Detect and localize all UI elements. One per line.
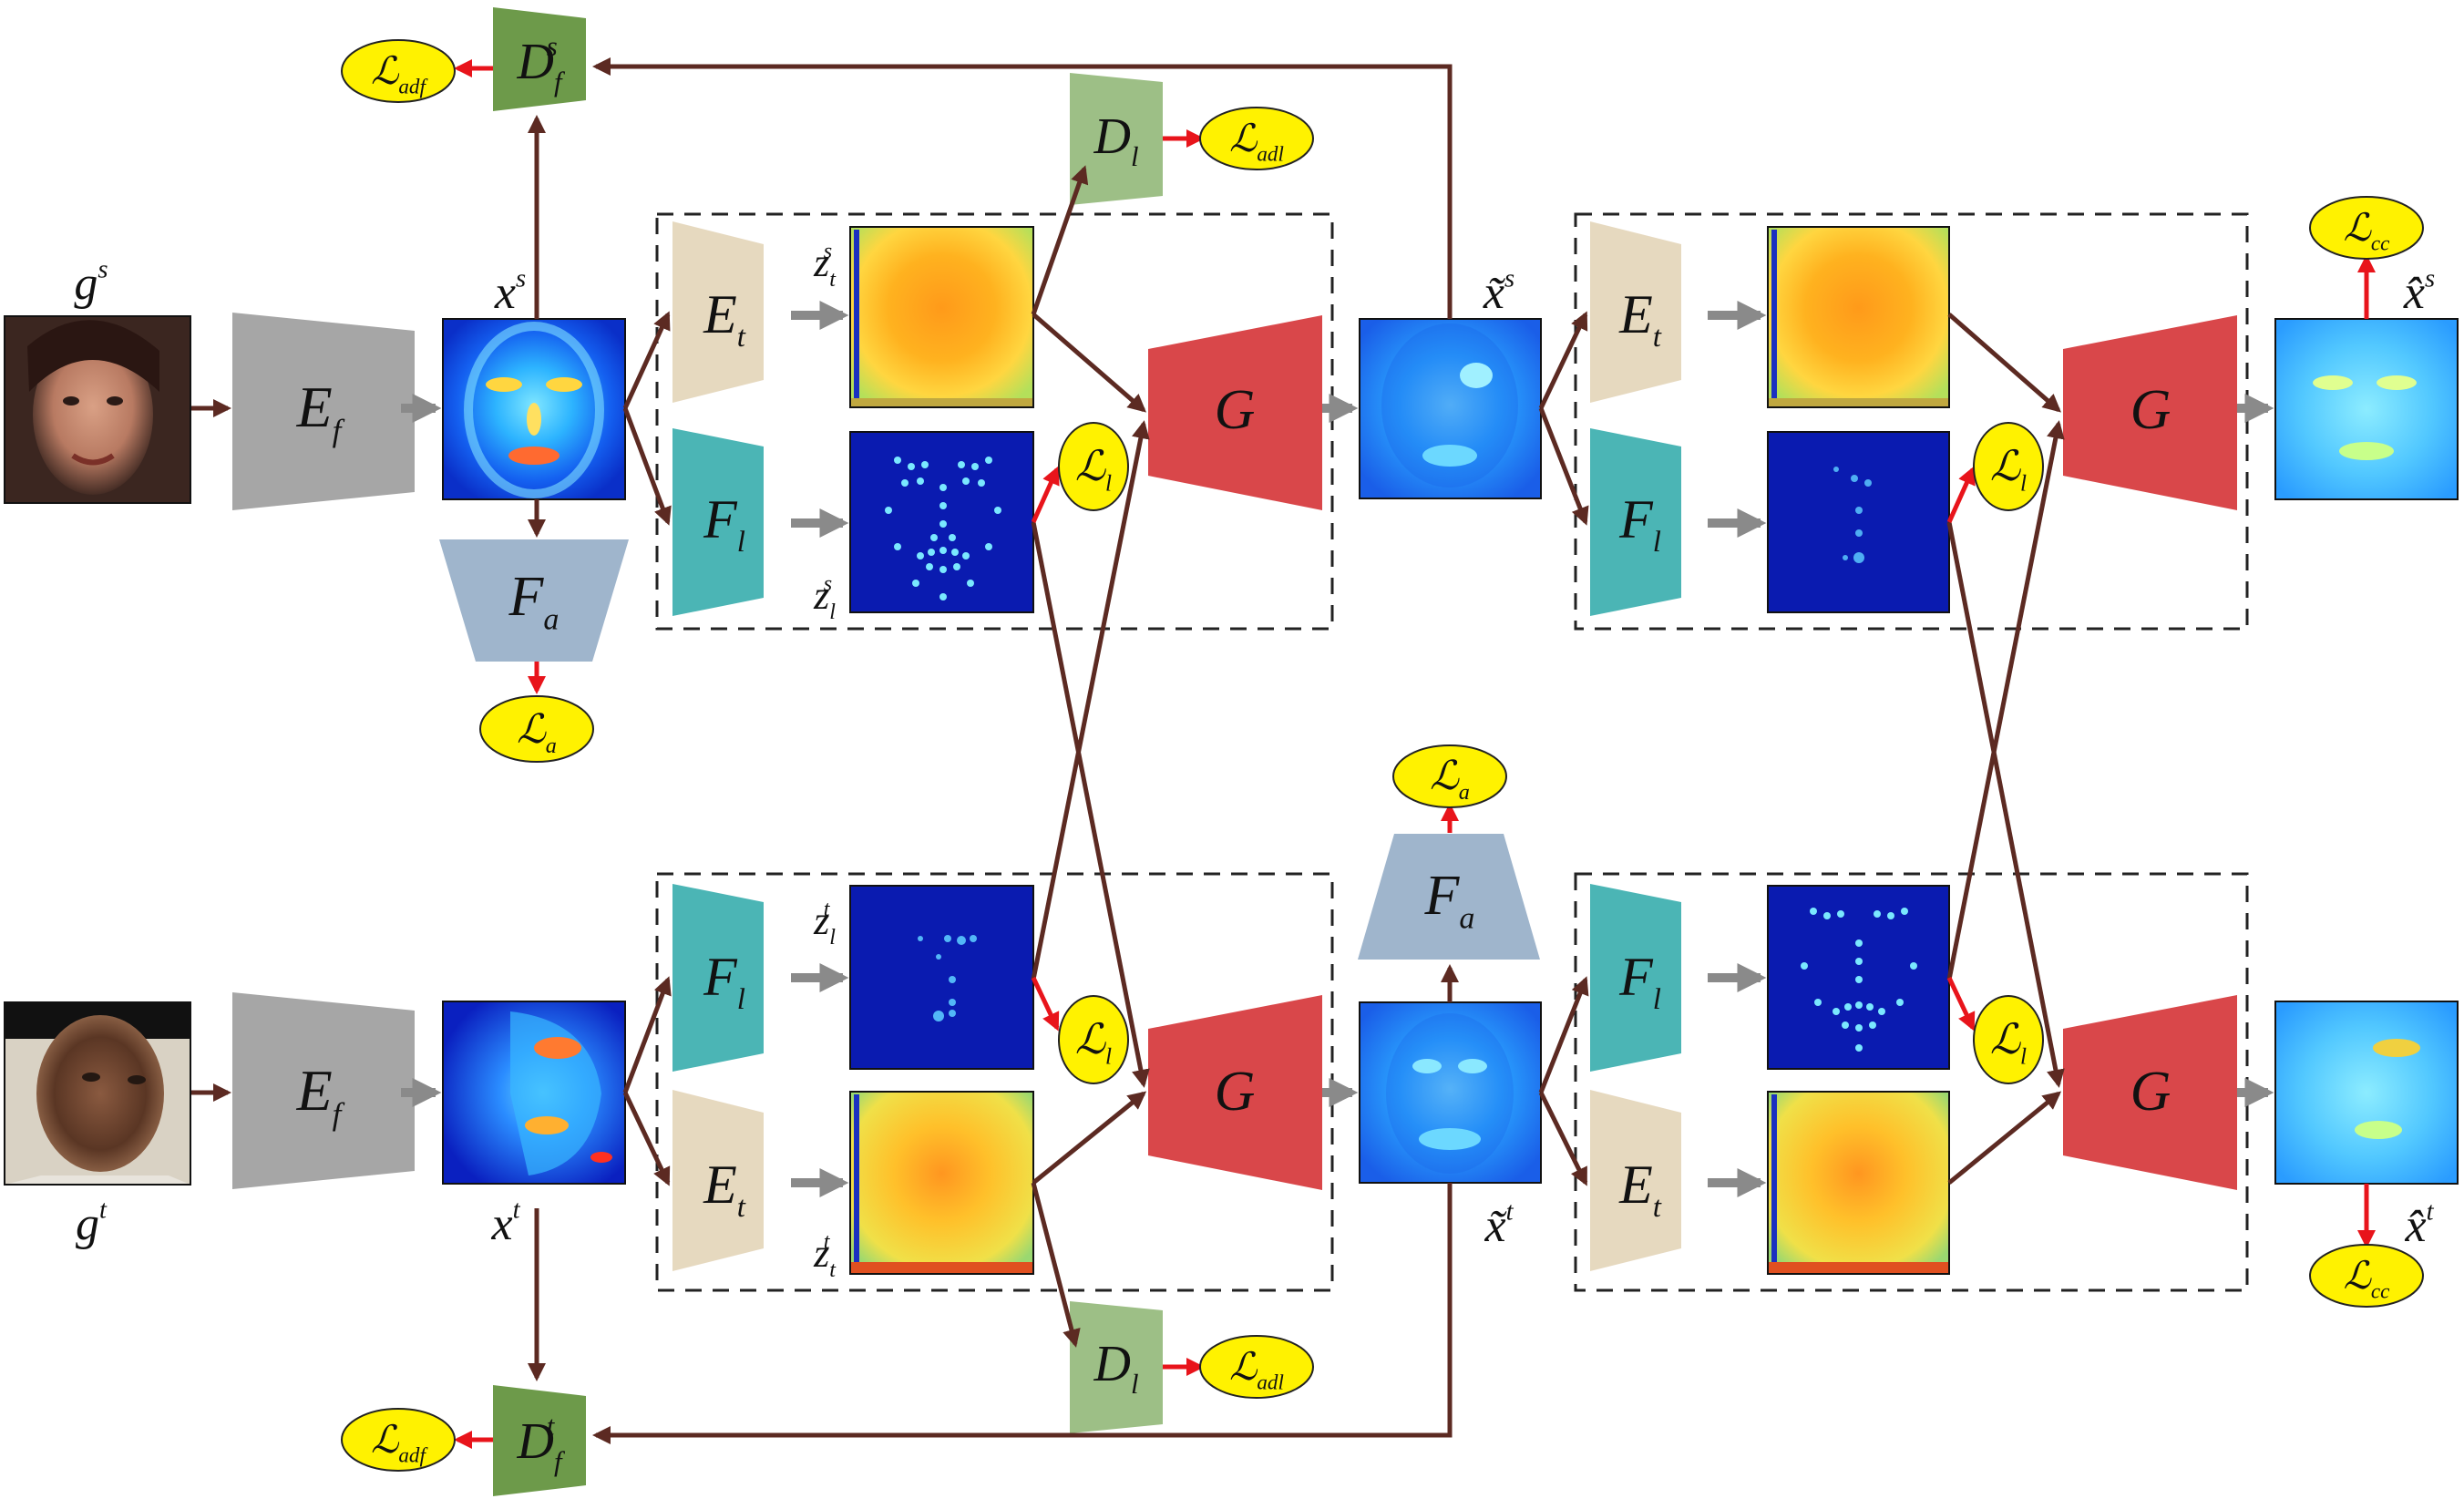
disc-dl-bottom xyxy=(1070,1301,1163,1433)
landmark-fl-2 xyxy=(672,884,764,1072)
label-fl-4: Fl xyxy=(1618,947,1661,1016)
feature-map-xs xyxy=(442,318,626,500)
landmark-map-1 xyxy=(849,431,1034,613)
source-face-photo xyxy=(4,315,191,504)
generator-g-2 xyxy=(1148,995,1322,1190)
label-xtilde-t: x̃t xyxy=(1484,1198,1514,1252)
generator-g-3 xyxy=(2063,315,2237,510)
reconstructed-map-xs xyxy=(2274,318,2459,500)
encoder-ef-top xyxy=(232,313,415,510)
feature-map-xt xyxy=(442,1001,626,1185)
connections xyxy=(191,57,2065,1444)
label-et-3: Et xyxy=(1618,284,1662,354)
label-zl-t: zlt xyxy=(813,897,836,950)
loss-a-mid: ℒa xyxy=(1430,754,1470,805)
loss-adl-bottom: ℒadl xyxy=(1229,1347,1284,1394)
attribute-fa-top xyxy=(439,539,629,662)
label-fa-top: Fa xyxy=(508,566,560,637)
landmark-map-3 xyxy=(1767,431,1950,613)
label-g-1: G xyxy=(1215,379,1256,441)
label-layer: gsgtxsxtx̃sx̃tx̂sx̂tztszlszltzttEfEfEtEt… xyxy=(74,31,2435,1477)
target-face-photo xyxy=(4,1001,191,1186)
disc-dl-top xyxy=(1070,73,1163,205)
label-et-2: Et xyxy=(703,1155,746,1224)
loss-adf-bottom: ℒadf xyxy=(371,1420,428,1467)
disc-df-bottom xyxy=(493,1385,586,1496)
loss-connections xyxy=(454,59,2376,1449)
attribute-fa-mid xyxy=(1358,834,1540,960)
label-fl-3: Fl xyxy=(1618,489,1661,559)
label-x-t: xt xyxy=(490,1196,520,1250)
grey-connections xyxy=(401,300,2274,1198)
label-xhat-s: x̂s xyxy=(2403,265,2435,319)
encoder-ef-bottom xyxy=(232,992,415,1189)
label-x-s: xs xyxy=(494,265,526,319)
landmark-fl-4 xyxy=(1590,884,1681,1072)
loss-l-3: ℒl xyxy=(1990,443,2027,497)
loss-adl-top: ℒadl xyxy=(1229,118,1284,166)
landmark-fl-1 xyxy=(672,428,764,616)
label-xhat-t: x̂t xyxy=(2404,1198,2434,1252)
landmark-map-4 xyxy=(1767,885,1950,1070)
reconstructed-map-xt xyxy=(2274,1001,2459,1185)
label-et-4: Et xyxy=(1618,1155,1662,1224)
label-g-4: G xyxy=(2130,1061,2171,1123)
generator-g-4 xyxy=(2063,995,2237,1190)
label-fa-mid: Fa xyxy=(1424,865,1475,936)
loss-adf-top: ℒadf xyxy=(371,51,428,98)
label-g-3: G xyxy=(2130,379,2171,441)
encoder-et-3 xyxy=(1590,221,1681,403)
landmark-map-2 xyxy=(849,885,1034,1070)
encoder-et-4 xyxy=(1590,1090,1681,1271)
label-zt-s: zts xyxy=(813,239,837,292)
loss-a-top: ℒa xyxy=(517,707,557,758)
label-xtilde-s: x̃s xyxy=(1483,265,1514,319)
encoder-et-2 xyxy=(672,1090,764,1271)
generator-g-1 xyxy=(1148,315,1322,510)
label-fl-1: Fl xyxy=(703,489,745,559)
disc-df-top xyxy=(493,7,586,111)
label-fl-2: Fl xyxy=(703,947,745,1016)
loss-l-4: ℒl xyxy=(1990,1016,2027,1070)
label-dl-top: Dl xyxy=(1093,108,1138,172)
label-g-t: gt xyxy=(76,1196,108,1250)
label-dl-bottom: Dl xyxy=(1093,1336,1138,1400)
generated-map-xs xyxy=(1359,318,1542,499)
texture-map-4 xyxy=(1767,1091,1950,1275)
texture-map-3 xyxy=(1767,226,1950,408)
label-et-1: Et xyxy=(703,284,746,354)
loss-cc-top: ℒcc xyxy=(2344,208,2390,255)
loss-shapes xyxy=(341,39,2424,1472)
loss-l-2: ℒl xyxy=(1075,1016,1112,1070)
label-zt-t: ztt xyxy=(813,1229,837,1282)
label-g-s: gs xyxy=(74,256,108,310)
landmark-fl-3 xyxy=(1590,428,1681,616)
texture-map-2 xyxy=(849,1091,1034,1275)
label-zl-s: zls xyxy=(813,571,836,624)
loss-l-1: ℒl xyxy=(1075,443,1112,497)
encoder-et-1 xyxy=(672,221,764,403)
label-df-s: Dfs xyxy=(516,31,565,98)
label-g-2: G xyxy=(1215,1061,1256,1123)
texture-map-1 xyxy=(849,226,1034,408)
generated-map-xt xyxy=(1359,1001,1542,1184)
loss-cc-bottom: ℒcc xyxy=(2344,1256,2390,1303)
